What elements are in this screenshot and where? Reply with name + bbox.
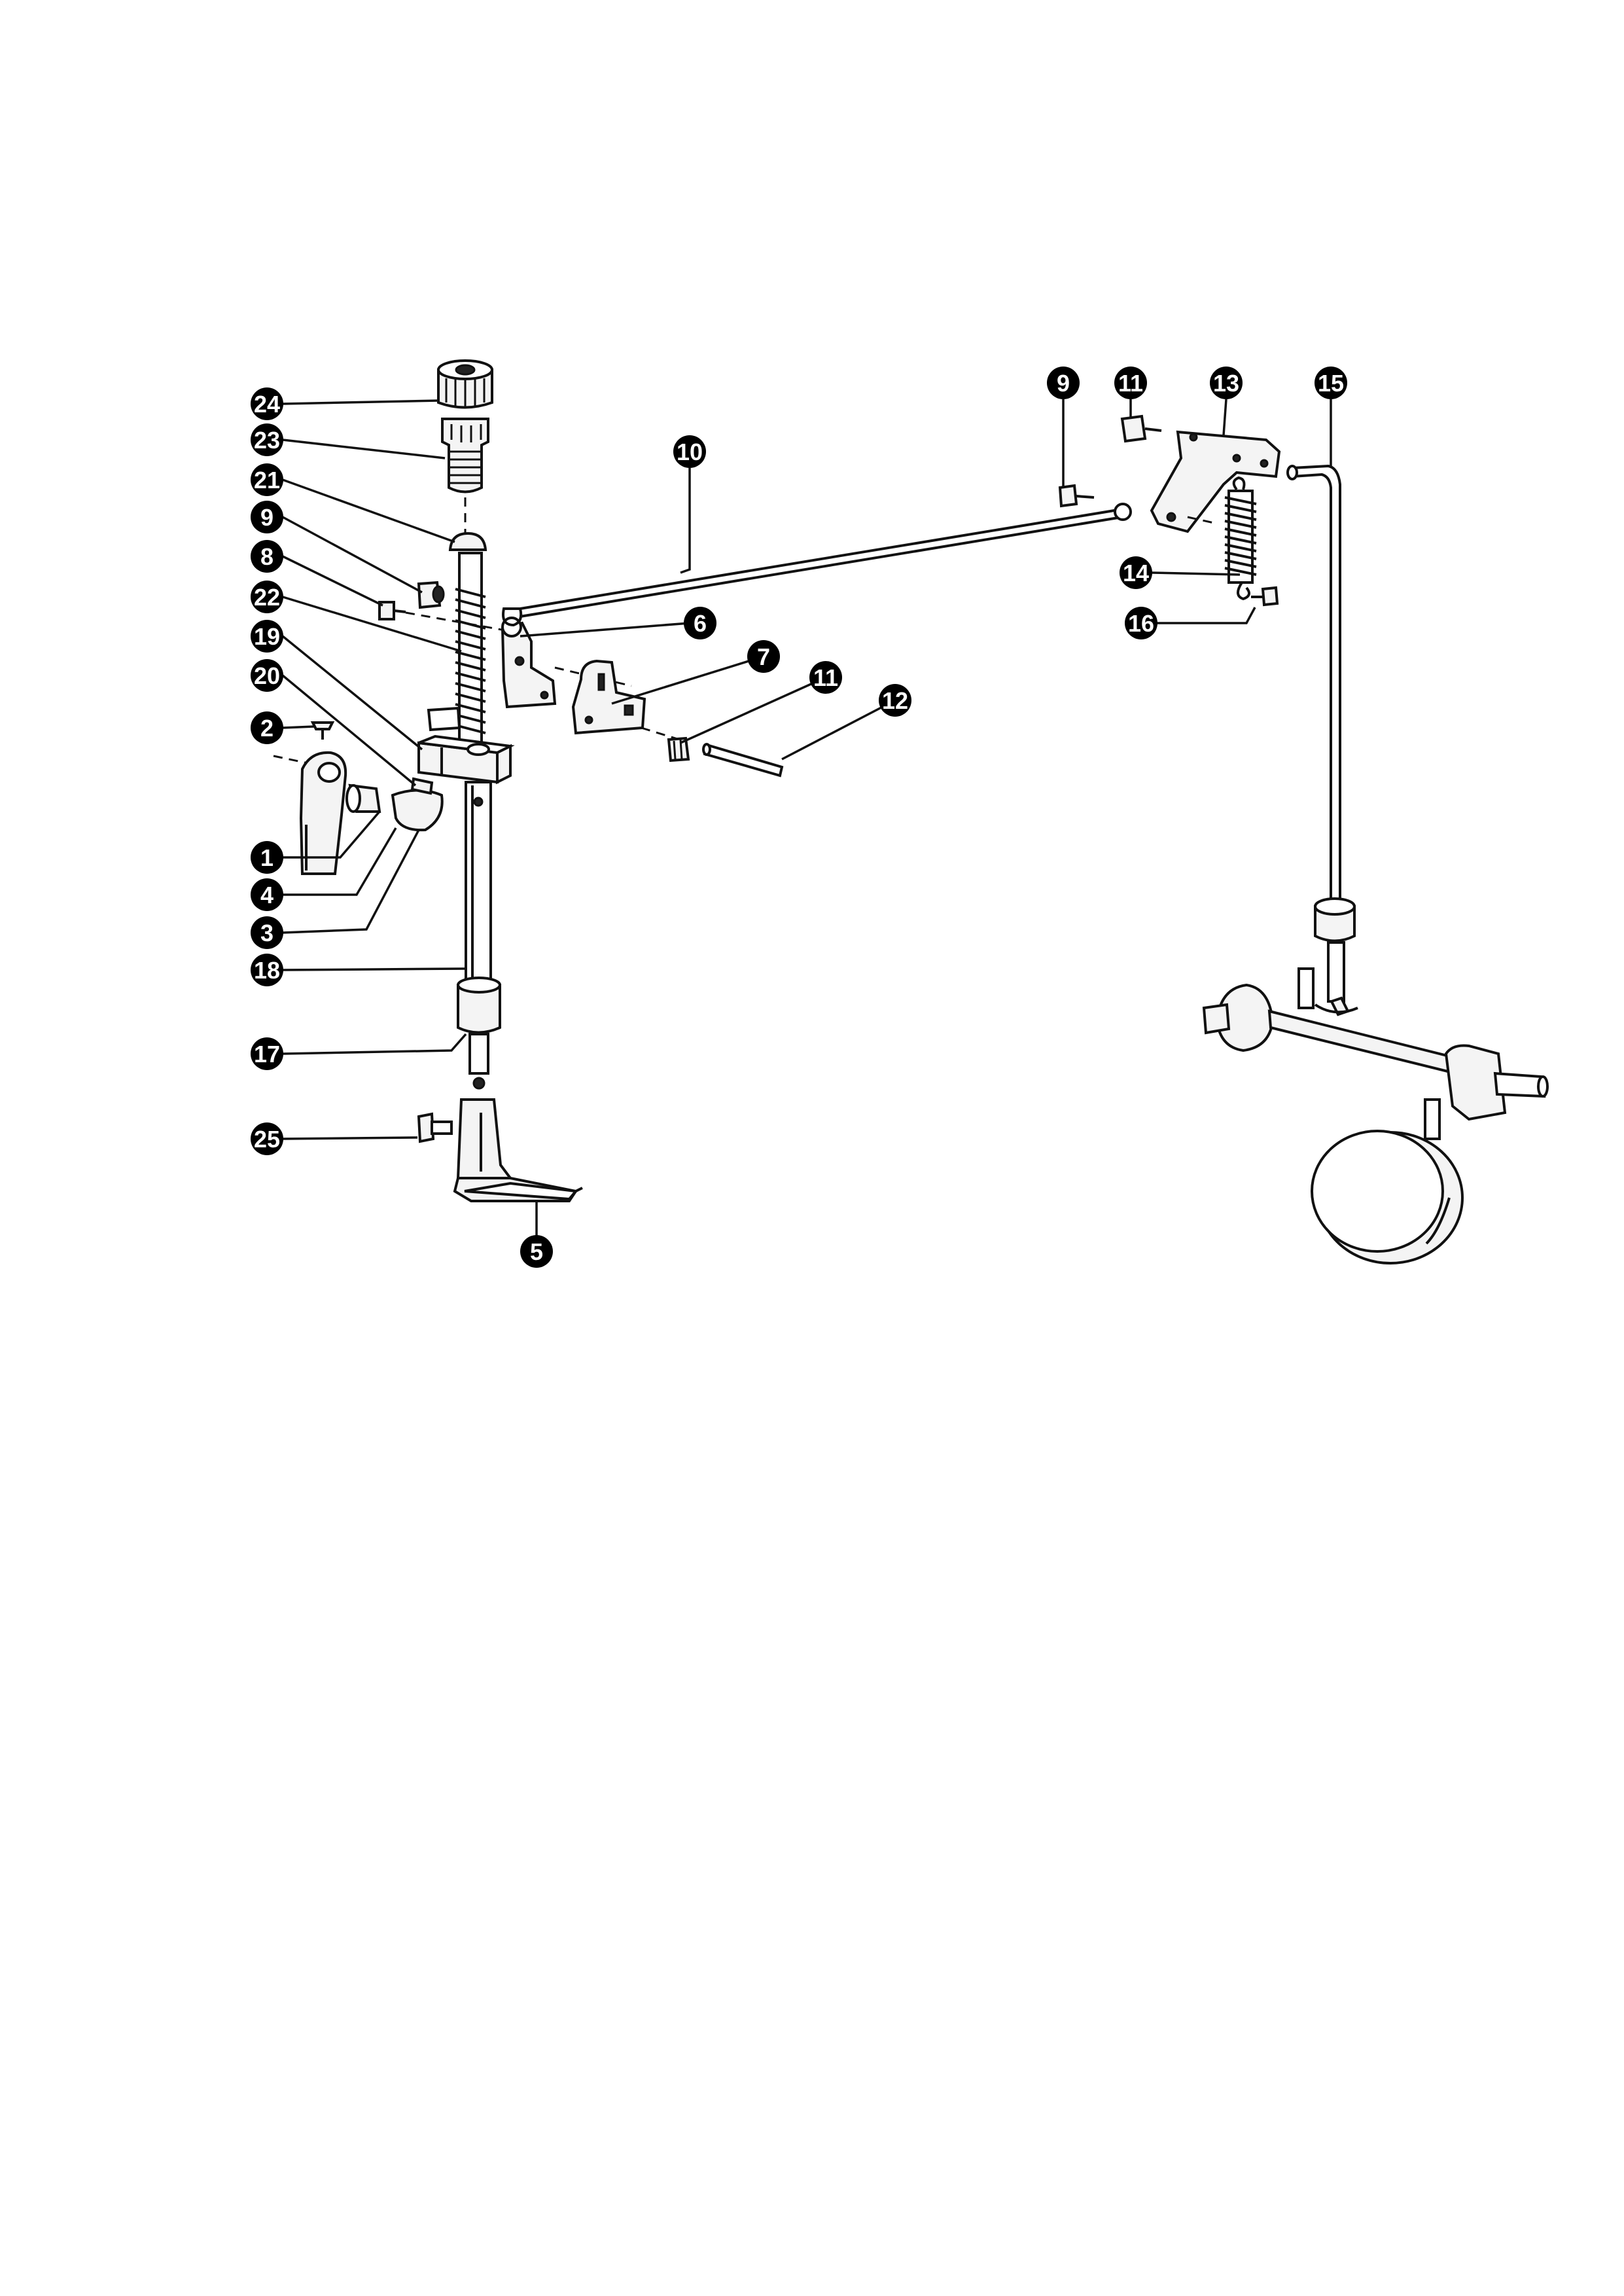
callout-5: 5 [520, 1235, 553, 1268]
callout-13: 13 [1210, 367, 1243, 399]
callout-9-right: 9 [1047, 367, 1080, 399]
callout-12: 12 [879, 684, 911, 717]
callout-20: 20 [251, 659, 283, 692]
part-23-bushing [441, 418, 489, 493]
rod-collar [1314, 897, 1356, 1003]
callout-2: 2 [251, 711, 283, 744]
callout-8: 8 [251, 540, 283, 573]
part-9-nut-left [417, 581, 445, 609]
part-14-spring [1224, 476, 1257, 601]
callout-23-label: 23 [254, 427, 280, 454]
callout-6-label: 6 [694, 610, 707, 637]
callout-25-label: 25 [254, 1126, 280, 1153]
callout-13-label: 13 [1213, 370, 1239, 397]
callout-7-label: 7 [757, 643, 770, 670]
callout-7: 7 [747, 640, 780, 673]
callout-24-label: 24 [254, 391, 280, 418]
callout-18: 18 [251, 954, 283, 986]
callout-10: 10 [673, 435, 706, 468]
callout-11-right-label: 11 [1118, 370, 1143, 397]
callout-9-left: 9 [251, 501, 283, 533]
callout-22: 22 [251, 581, 283, 613]
callout-6: 6 [684, 607, 716, 639]
part-6-bracket [501, 617, 557, 709]
callout-21-label: 21 [254, 467, 280, 493]
callout-20-label: 20 [254, 662, 280, 689]
callout-9-right-label: 9 [1057, 370, 1070, 397]
callout-15: 15 [1315, 367, 1347, 399]
callout-19: 19 [251, 620, 283, 653]
part-2-screw [310, 721, 335, 740]
callout-25: 25 [251, 1122, 283, 1155]
part-9-nut-right [1058, 484, 1095, 508]
part-4-pivot [345, 783, 381, 813]
part-7-plate [571, 659, 646, 735]
callout-22-label: 22 [254, 584, 280, 611]
part-25-thumb-screw [417, 1112, 453, 1143]
callout-19-label: 19 [254, 623, 280, 650]
part-22-spring [455, 552, 486, 744]
callout-11-right: 11 [1114, 367, 1147, 399]
callout-1-label: 1 [260, 844, 274, 871]
callout-18-label: 18 [254, 957, 280, 984]
part-11-screw-right [1120, 414, 1162, 443]
callout-3-label: 3 [260, 920, 274, 946]
callout-11-mid: 11 [809, 661, 842, 694]
part-1-lever [299, 751, 347, 875]
part-11-screw-mid [667, 736, 690, 762]
callout-17: 17 [251, 1037, 283, 1070]
callout-14-label: 14 [1123, 560, 1149, 586]
callout-4-label: 4 [260, 882, 274, 908]
part-12-rod [702, 743, 784, 778]
callout-1: 1 [251, 841, 283, 874]
callout-14: 14 [1120, 556, 1152, 589]
part-17-collar [457, 977, 501, 1090]
part-18-presser-bar [465, 781, 492, 986]
callout-17-label: 17 [254, 1041, 280, 1067]
callout-10-label: 10 [677, 439, 703, 465]
part-3-cam [391, 789, 444, 832]
part-5-presser-foot [453, 1098, 583, 1202]
callout-4: 4 [251, 878, 283, 911]
callout-21: 21 [251, 463, 283, 496]
callout-16-label: 16 [1128, 610, 1154, 637]
callout-2-label: 2 [260, 715, 274, 742]
callout-24: 24 [251, 387, 283, 420]
callout-15-label: 15 [1318, 370, 1344, 397]
part-21-dome-cap [448, 531, 487, 551]
part-19-clamp [417, 734, 515, 785]
part-10-long-rod [502, 503, 1132, 627]
right-linkage-assembly [1058, 414, 1549, 1265]
callout-9-left-label: 9 [260, 504, 274, 531]
callout-11-mid-label: 11 [813, 664, 838, 691]
part-15-vertical-rod [1286, 464, 1341, 910]
callout-5-label: 5 [530, 1238, 543, 1265]
part-16-screw [1251, 586, 1279, 607]
part-20-pin [410, 777, 434, 795]
bracket-assembly [501, 617, 784, 778]
callout-23: 23 [251, 423, 283, 456]
knee-press-pad [1311, 1130, 1464, 1265]
part-13-lever [1150, 430, 1281, 533]
part-8-screw [378, 601, 406, 620]
presser-bar-assembly [273, 359, 583, 1202]
part-24-cap [437, 359, 493, 409]
callout-3: 3 [251, 916, 283, 949]
callout-12-label: 12 [882, 687, 908, 714]
callout-16: 16 [1125, 607, 1157, 639]
callout-8-label: 8 [260, 543, 274, 570]
leader-lines [281, 399, 1332, 1250]
crank-assembly [1202, 967, 1549, 1140]
